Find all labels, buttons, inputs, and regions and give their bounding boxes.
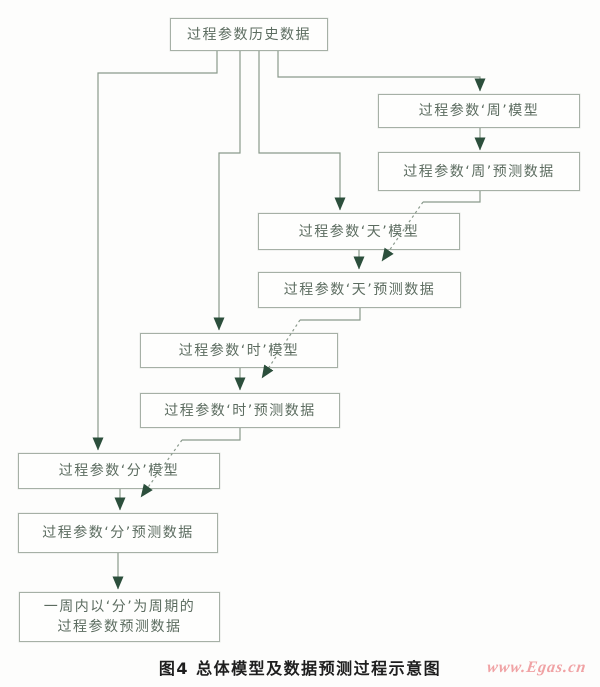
node-week-data-label: 过程参数‘周’预测数据 [403,163,555,180]
elbow-hour-data-feed [182,428,241,441]
node-final-weekly-minute-data: 一周内以‘分’为周期的 过程参数预测数据 [19,592,220,642]
node-day-model-label: 过程参数‘天’模型 [298,223,420,240]
node-week-model: 过程参数‘周’模型 [378,94,580,128]
node-hour-model-label: 过程参数‘时’模型 [178,342,300,359]
node-final-label-line2: 过程参数预测数据 [57,619,182,635]
node-day-data-label: 过程参数‘天’预测数据 [283,282,436,298]
node-history-data: 过程参数历史数据 [170,18,328,51]
watermark: www.Egas.cn [485,659,588,676]
node-week-model-label: 过程参数‘周’模型 [418,103,540,119]
arrow-history-to-week-model [277,51,486,92]
node-minute-data-label: 过程参数‘分’预测数据 [42,525,194,541]
elbow-day-data-feed [300,308,361,321]
node-history-label: 过程参数历史数据 [187,26,311,43]
arrow-history-to-hour-model [213,51,241,331]
node-hour-prediction-data: 过程参数‘时’预测数据 [140,393,340,428]
node-minute-model: 过程参数‘分’模型 [18,453,220,489]
figure-caption: 图4 总体模型及数据预测过程示意图 [158,659,442,678]
elbow-week-data-feed [423,191,481,203]
arrow-history-to-minute-model [92,51,218,451]
node-final-label-line1: 一周内以‘分’为周期的 [43,599,196,615]
node-day-prediction-data: 过程参数‘天’预测数据 [258,272,461,308]
node-minute-model-label: 过程参数‘分’模型 [58,463,180,479]
node-hour-data-label: 过程参数‘时’预测数据 [164,402,316,419]
node-hour-model: 过程参数‘时’模型 [140,333,338,368]
arrow-history-to-day-model [258,51,346,211]
node-week-prediction-data: 过程参数‘周’预测数据 [378,152,580,191]
node-day-model: 过程参数‘天’模型 [258,213,460,250]
node-minute-prediction-data: 过程参数‘分’预测数据 [18,513,218,553]
